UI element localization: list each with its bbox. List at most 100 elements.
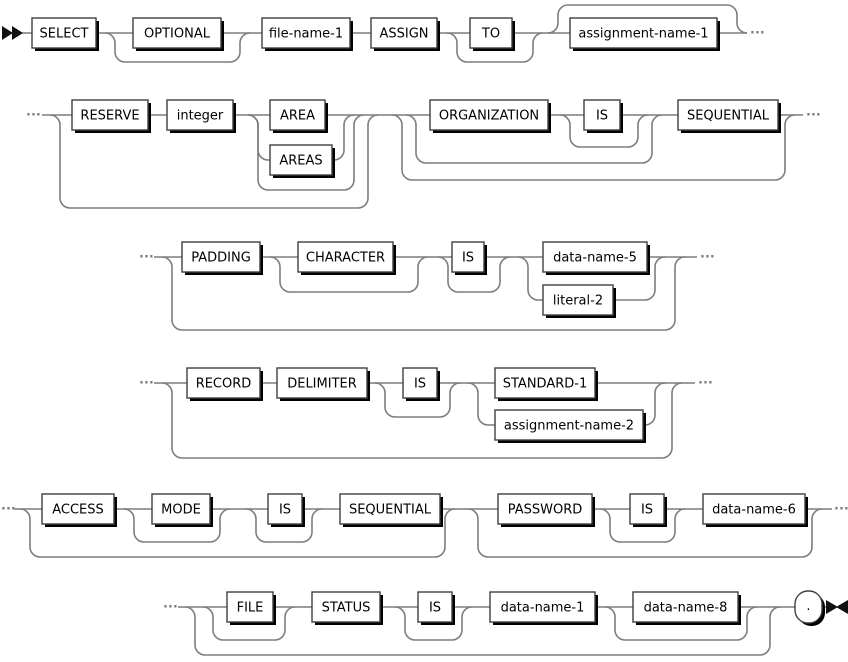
rail-is-bypass-password bbox=[599, 508, 686, 543]
rail-password-clause-bypass bbox=[467, 508, 823, 558]
rail-organization-is-bypass bbox=[405, 114, 663, 164]
node-optional: OPTIONAL bbox=[132, 17, 224, 51]
svg-text:IS: IS bbox=[641, 503, 653, 518]
rail-data-name-8-bypass bbox=[604, 606, 758, 641]
continuation-dots: ··· bbox=[1, 502, 16, 517]
rail-organization-clause-bypass bbox=[391, 114, 796, 181]
node-integer: integer bbox=[166, 99, 236, 133]
svg-text:ACCESS: ACCESS bbox=[52, 503, 104, 518]
continuation-dots: ··· bbox=[26, 108, 41, 123]
node-period-terminal: . bbox=[794, 590, 825, 626]
rail-record-clause-bypass bbox=[161, 382, 683, 459]
node-areas: AREAS bbox=[269, 144, 335, 178]
node-delimiter: DELIMITER bbox=[276, 367, 370, 401]
svg-text:MODE: MODE bbox=[161, 503, 201, 518]
rail-is-bypass-padding bbox=[437, 256, 511, 293]
svg-text:SEQUENTIAL: SEQUENTIAL bbox=[687, 109, 770, 124]
rails bbox=[14, 4, 832, 656]
rail-padding-clause-bypass bbox=[161, 256, 686, 331]
rail-assignment-name-1-loop bbox=[547, 4, 748, 34]
node-assign: ASSIGN bbox=[370, 17, 440, 51]
node-is-file-status: IS bbox=[417, 591, 455, 625]
rail-is-bypass-record bbox=[374, 382, 461, 418]
svg-text:CHARACTER: CHARACTER bbox=[306, 251, 385, 266]
node-organization: ORGANIZATION bbox=[429, 99, 551, 133]
node-is-record: IS bbox=[402, 367, 440, 401]
svg-text:assignment-name-2: assignment-name-2 bbox=[504, 419, 634, 434]
node-select: SELECT bbox=[31, 17, 99, 51]
node-sequential-organization: SEQUENTIAL bbox=[677, 99, 781, 133]
svg-text:SELECT: SELECT bbox=[40, 27, 89, 42]
svg-text:IS: IS bbox=[462, 251, 474, 266]
rail-character-bypass bbox=[269, 256, 429, 293]
svg-text:AREAS: AREAS bbox=[279, 154, 322, 169]
svg-text:integer: integer bbox=[177, 109, 224, 124]
rail-to-bypass bbox=[446, 32, 544, 63]
svg-text:TO: TO bbox=[481, 27, 500, 42]
node-mode: MODE bbox=[151, 493, 213, 527]
node-literal-2: literal-2 bbox=[542, 284, 616, 318]
node-sequential-access: SEQUENTIAL bbox=[339, 493, 443, 527]
rail-is-bypass-organization bbox=[559, 114, 649, 148]
node-is-password: IS bbox=[629, 493, 667, 527]
continuation-dots: ··· bbox=[806, 108, 821, 123]
node-data-name-1: data-name-1 bbox=[489, 591, 598, 625]
rail-file-status-clause-bypass bbox=[184, 606, 781, 656]
svg-text:data-name-5: data-name-5 bbox=[553, 251, 637, 266]
node-record: RECORD bbox=[186, 367, 263, 401]
rail-reserve-clause-bypass bbox=[49, 114, 379, 209]
continuation-dots: ··· bbox=[698, 376, 713, 391]
svg-text:OPTIONAL: OPTIONAL bbox=[144, 27, 211, 42]
svg-text:IS: IS bbox=[429, 601, 441, 616]
railroad-end-icon bbox=[826, 600, 848, 614]
rail-access-clause-bypass bbox=[19, 508, 456, 558]
svg-text:ASSIGN: ASSIGN bbox=[379, 27, 428, 42]
svg-text:IS: IS bbox=[279, 503, 291, 518]
rail-assignment-name-2-branch-entry bbox=[467, 382, 495, 426]
node-character: CHARACTER bbox=[297, 241, 396, 275]
node-file: FILE bbox=[226, 591, 276, 625]
rail-mode-bypass bbox=[123, 508, 231, 543]
svg-text:STANDARD-1: STANDARD-1 bbox=[503, 377, 587, 392]
rail-file-bypass bbox=[202, 606, 296, 641]
svg-text:IS: IS bbox=[414, 377, 426, 392]
rail-area-skip-bypass bbox=[247, 114, 365, 191]
svg-text:.: . bbox=[806, 599, 810, 614]
node-password: PASSWORD bbox=[497, 493, 595, 527]
svg-text:data-name-6: data-name-6 bbox=[712, 503, 796, 518]
svg-text:IS: IS bbox=[596, 109, 608, 124]
svg-text:literal-2: literal-2 bbox=[553, 294, 603, 309]
continuation-dots: ··· bbox=[750, 26, 765, 41]
svg-text:data-name-1: data-name-1 bbox=[501, 601, 585, 616]
rail-areas-branch-exit bbox=[332, 114, 355, 161]
node-data-name-6: data-name-6 bbox=[702, 493, 808, 527]
continuation-dots: ··· bbox=[700, 250, 715, 265]
continuation-dots: ··· bbox=[139, 250, 154, 265]
continuation-dots: ··· bbox=[163, 600, 178, 615]
node-data-name-8: data-name-8 bbox=[632, 591, 741, 625]
svg-text:PASSWORD: PASSWORD bbox=[508, 503, 583, 518]
svg-text:STATUS: STATUS bbox=[322, 601, 371, 616]
svg-text:data-name-8: data-name-8 bbox=[644, 601, 728, 616]
svg-text:FILE: FILE bbox=[237, 601, 264, 616]
node-to: TO bbox=[469, 17, 515, 51]
svg-text:ORGANIZATION: ORGANIZATION bbox=[439, 109, 539, 124]
svg-text:file-name-1: file-name-1 bbox=[269, 27, 343, 42]
railroad-start-icon bbox=[2, 26, 23, 40]
node-reserve: RESERVE bbox=[71, 99, 151, 133]
node-assignment-name-1: assignment-name-1 bbox=[569, 17, 720, 51]
node-is-access: IS bbox=[267, 493, 305, 527]
node-data-name-5: data-name-5 bbox=[542, 241, 650, 275]
node-is-padding: IS bbox=[451, 241, 487, 275]
svg-text:AREA: AREA bbox=[280, 109, 315, 124]
node-access: ACCESS bbox=[41, 493, 117, 527]
node-file-name-1: file-name-1 bbox=[261, 17, 353, 51]
rail-literal-2-branch-entry bbox=[517, 256, 543, 301]
svg-text:assignment-name-1: assignment-name-1 bbox=[578, 27, 708, 42]
rail-is-bypass-file-status bbox=[394, 606, 473, 641]
svg-text:DELIMITER: DELIMITER bbox=[287, 377, 357, 392]
rail-optional-bypass bbox=[104, 32, 251, 63]
svg-text:SEQUENTIAL: SEQUENTIAL bbox=[349, 503, 432, 518]
